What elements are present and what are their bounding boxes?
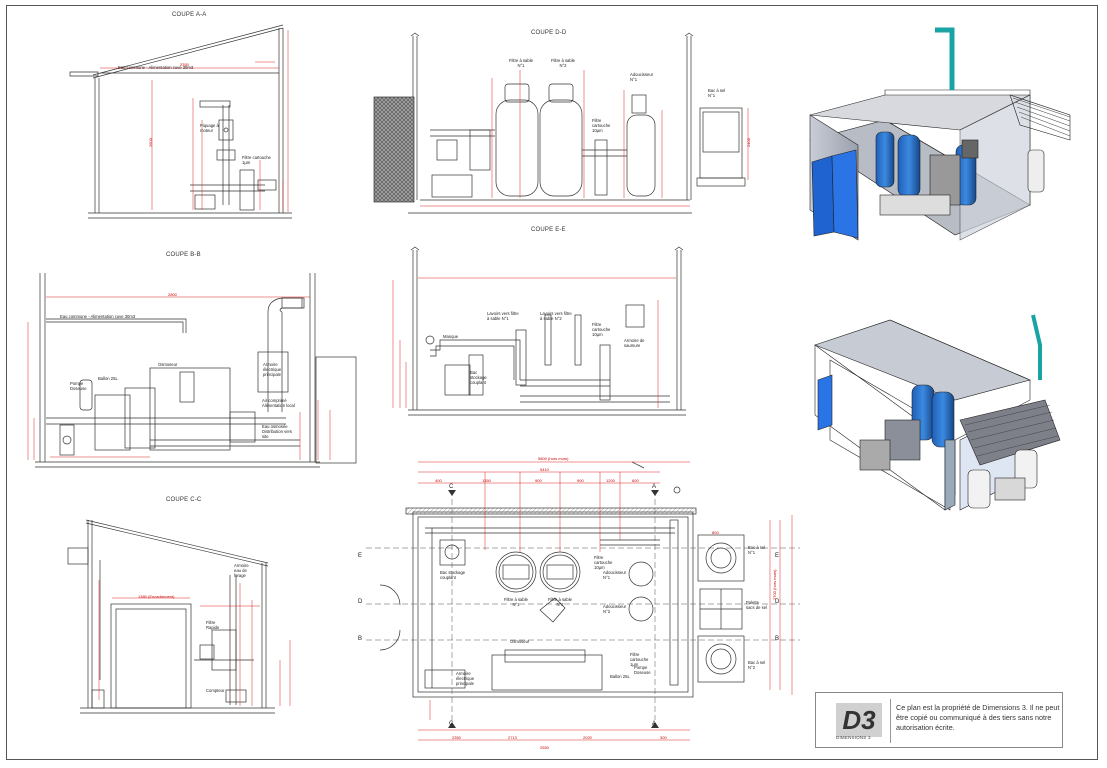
label-ballon: Ballon 25L xyxy=(98,376,118,381)
dim-plan-d3: 900 xyxy=(535,478,542,483)
logo-caption: DIMENSIONS 3 xyxy=(836,735,871,740)
label-filtre-cartouche-aa: Filtre cartouche 1µm xyxy=(242,155,271,165)
plan-label-ballon: Ballon 25L xyxy=(610,674,630,679)
label-filtre-rapide: Filtre Rapide xyxy=(206,620,220,630)
copyright-notice: Ce plan est la propriété de Dimensions 3… xyxy=(896,703,1060,732)
label-piquage: Piquage à moteur xyxy=(200,123,219,133)
label-manque: Manque xyxy=(443,334,459,339)
plan-label-osmoseur: Osmoseur xyxy=(510,639,530,644)
label-filtre-sable-2-d: Filtre à sable N°2 xyxy=(551,58,575,68)
section-title-aa: COUPE A-A xyxy=(172,12,207,18)
label-filtre-cartouche-d: Filtre cartouche 10µm xyxy=(592,118,611,133)
dim-plan-b1: 2350 xyxy=(452,735,461,740)
label-bac-stockage-e: Bac stockage couplant xyxy=(470,370,487,385)
dimensions3-logo: D3 xyxy=(836,703,882,737)
label-bac-sel-d: Bac à sel N°1 xyxy=(708,88,726,98)
dim-bacsel-width: 800 xyxy=(712,530,719,535)
dim-plan-d1: 400 xyxy=(435,478,442,483)
label-pompe-doseuse: Pompe Doseuse xyxy=(70,381,87,391)
iso-view-top xyxy=(809,27,1071,241)
plan-label-bac-sel-2: Bac à sel N°2 xyxy=(748,660,766,670)
plan-label-filtre-sable-1: Filtre à sable N°1 xyxy=(504,597,528,607)
plan-label-armoire: Armoire électrique principale xyxy=(456,671,475,686)
dim-dd-height: 2400 xyxy=(745,138,751,147)
marker-c-bottom: C xyxy=(449,721,454,727)
iso-view-bottom xyxy=(814,314,1061,511)
marker-d-left: D xyxy=(358,599,363,605)
section-ee xyxy=(392,246,686,416)
label-filtre-sable-1-d: Filtre à sable N°1 xyxy=(509,58,533,68)
label-eau-commune-bb: Eau commune - Alimentation cuve 30m3 xyxy=(60,314,136,319)
plan-view xyxy=(366,461,800,741)
label-adoucisseur-d: Adoucisseur N°1 xyxy=(630,72,654,82)
dim-plan-b2: 2713 xyxy=(508,735,517,740)
dim-cc-door: 1380 (Encadrement) xyxy=(138,594,175,599)
label-eau-osmosee: Eau osmosée Distribution vers site xyxy=(262,424,293,439)
section-dd xyxy=(373,32,749,214)
dim-plan-total: 5800 (hors murs) xyxy=(538,456,569,461)
label-lavage-2: Lavoirs vers filtre à sable N°2 xyxy=(540,311,572,321)
marker-e-left: E xyxy=(358,553,363,559)
plan-label-filtre-cartouche: Filtre cartouche 10µm xyxy=(594,555,613,570)
marker-c-top: C xyxy=(449,484,454,490)
label-filtre-cartouche-e: Filtre cartouche 10µm xyxy=(592,322,611,337)
marker-b-left: B xyxy=(358,636,363,642)
label-armoire-bb: Armoire électrique principale xyxy=(263,362,282,377)
section-title-bb: COUPE B-B xyxy=(166,252,201,258)
dim-plan-d4: 900 xyxy=(577,478,584,483)
plan-label-filtre-1um: Filtre cartouche 1µm xyxy=(630,652,649,667)
plan-label-palette: Palette sacs de sel xyxy=(746,600,767,610)
dim-plan-side: 2700 (hors murs) xyxy=(772,569,777,600)
dim-aa-width: 2350 xyxy=(180,62,189,67)
dim-plan-d5: 1200 xyxy=(606,478,615,483)
marker-b-right: B xyxy=(775,636,780,642)
dim-plan-inner: 5410 xyxy=(540,467,549,472)
title-block: D3 DIMENSIONS 3 Ce plan est la propriété… xyxy=(815,692,1063,748)
label-osmoseur-bb: Osmoseur xyxy=(158,362,178,367)
section-cc xyxy=(67,519,291,714)
plan-label-pompe-doseuse: Pompe Doseuse xyxy=(634,665,651,675)
marker-a-top: A xyxy=(652,484,657,490)
label-eau-commune-aa: Eau commune - Alimentation cuve 30m3 xyxy=(118,65,194,70)
title-block-divider xyxy=(890,699,891,743)
plan-label-adoucisseur-2: Adoucisseur N°2 xyxy=(603,604,627,614)
plan-label-bac-stockage: Bac stockage couplant xyxy=(440,570,466,580)
section-title-ee: COUPE E-E xyxy=(531,227,566,233)
label-air-comprime: Air comprimé Alimentation local xyxy=(262,398,295,408)
dim-plan-d6: 600 xyxy=(632,478,639,483)
marker-d-right: D xyxy=(775,599,780,605)
section-title-dd: COUPE D-D xyxy=(531,30,567,36)
dim-bb-width: 2800 xyxy=(168,292,177,297)
plan-label-adoucisseur-1: Adoucisseur N°1 xyxy=(603,570,627,580)
label-armoire-eau-forage: Armoire eau de forage xyxy=(234,563,249,578)
sheet-frame xyxy=(6,5,1098,760)
marker-a-bottom: A xyxy=(652,721,657,727)
plan-label-bac-sel-1: Bac à sel N°1 xyxy=(748,545,766,555)
marker-e-right: E xyxy=(775,553,780,559)
section-bb xyxy=(27,273,357,468)
label-armoire-saumure: Armoire de saumure xyxy=(624,338,645,348)
label-compteur: Compteur xyxy=(206,688,225,693)
dim-plan-b4: 300 xyxy=(660,735,667,740)
label-lavage-1: Lavoirs vers filtre à sable N°1 xyxy=(487,311,519,321)
section-title-cc: COUPE C-C xyxy=(166,497,202,503)
dim-plan-d2: 1350 xyxy=(482,478,491,483)
section-aa xyxy=(69,24,292,219)
dim-aa-height: 2600 xyxy=(147,138,153,147)
plan-label-filtre-sable-2: Filtre à sable N°2 xyxy=(548,597,572,607)
dim-plan-depth: 2550 xyxy=(540,745,549,750)
dim-plan-b3: 2020 xyxy=(583,735,592,740)
logo-text: D3 xyxy=(842,705,876,735)
